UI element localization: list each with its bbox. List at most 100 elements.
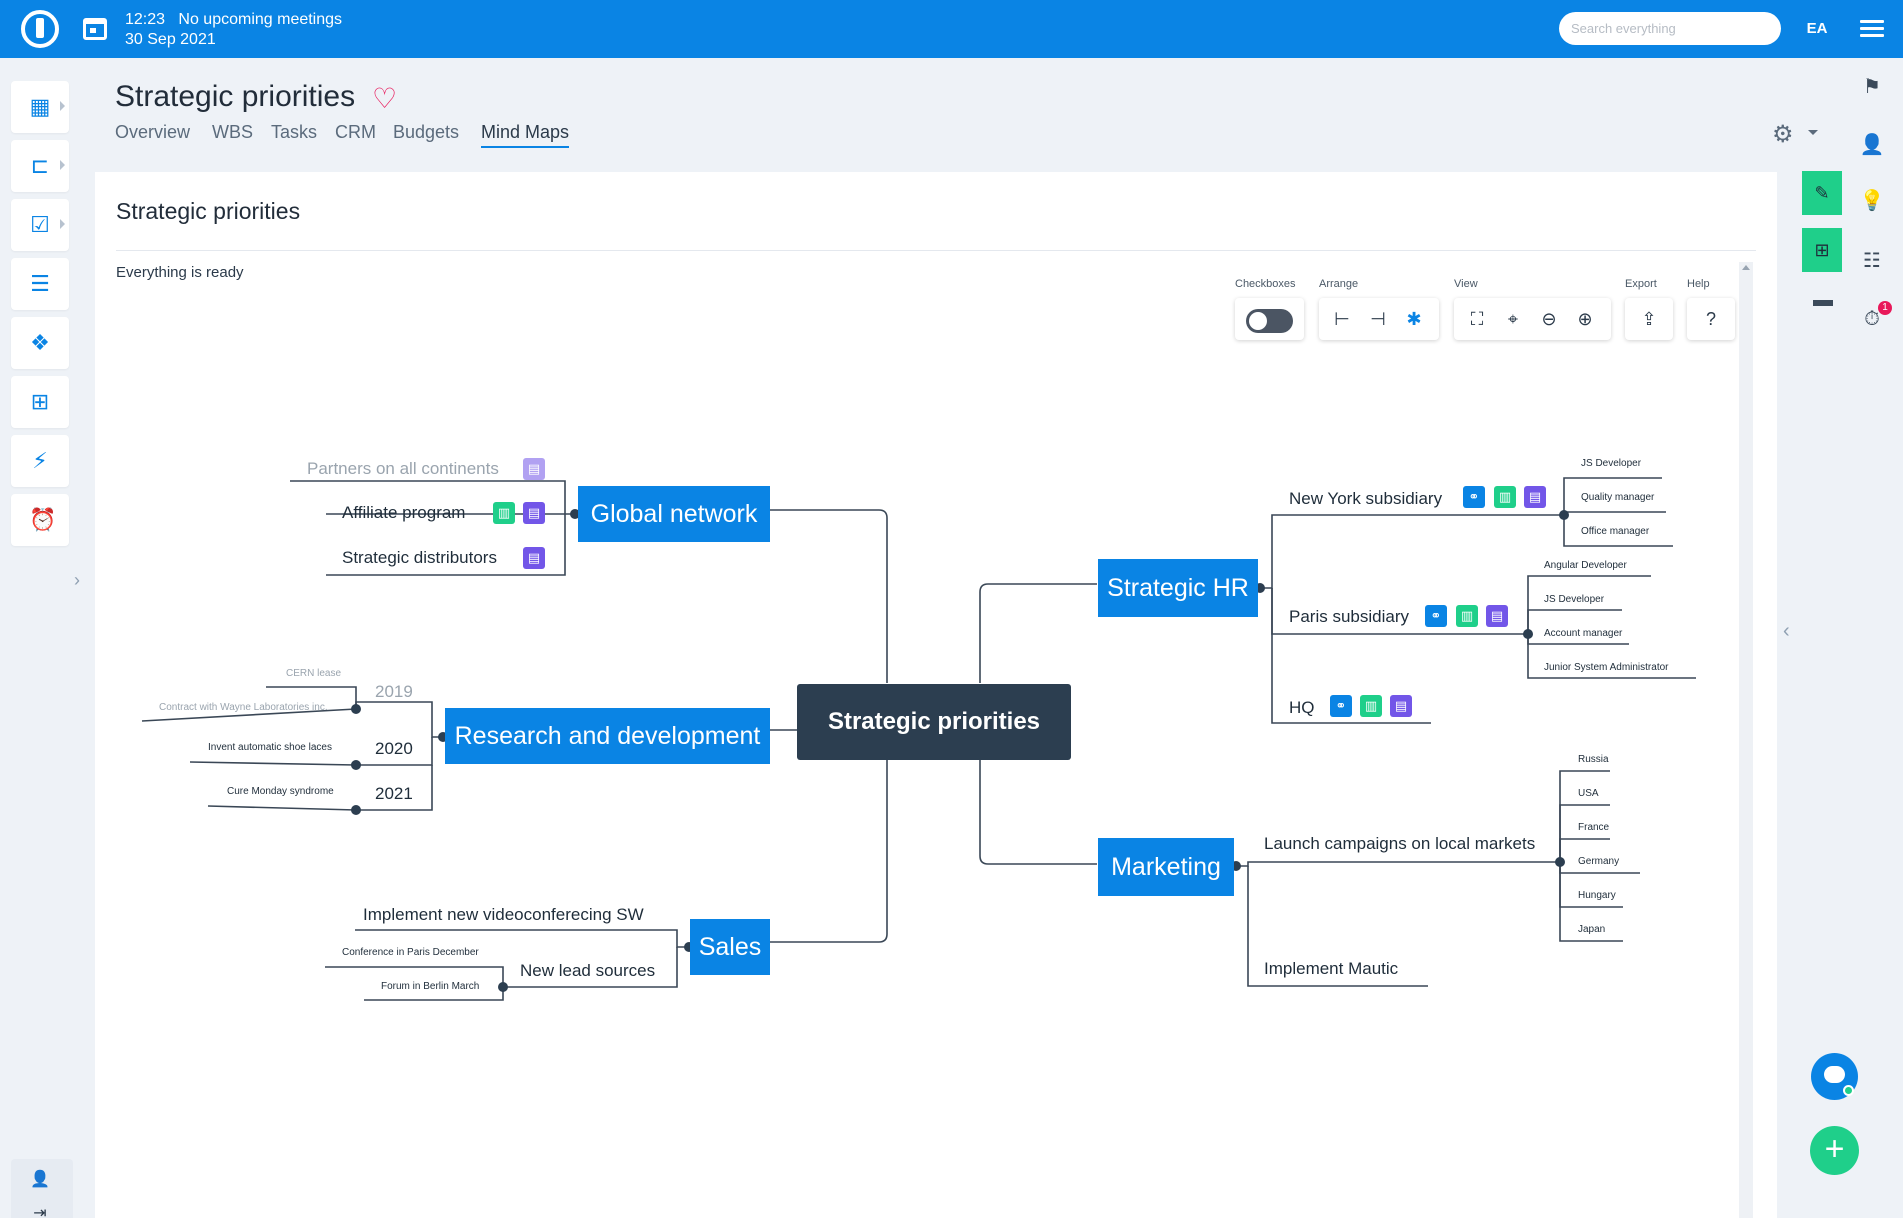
document-icon[interactable]: ▥ xyxy=(1360,695,1382,717)
node-year-2020[interactable]: 2020 xyxy=(375,739,413,758)
node-france[interactable]: France xyxy=(1578,822,1610,833)
folder-icon[interactable]: ▬ xyxy=(1813,289,1833,311)
hamburger-menu-icon[interactable] xyxy=(1860,20,1884,38)
fit-screen-icon[interactable]: ⛶ xyxy=(1470,309,1484,329)
node-usa[interactable]: USA xyxy=(1578,788,1599,799)
flag-icon[interactable]: ⚑ xyxy=(1863,76,1881,98)
document-icon[interactable]: ▥ xyxy=(493,502,515,524)
add-user-icon[interactable]: 👤 xyxy=(30,1171,50,1188)
app-logo-icon[interactable] xyxy=(21,10,59,48)
node-videoconferencing[interactable]: Implement new videoconferecing SW xyxy=(363,905,644,924)
search-input[interactable] xyxy=(1559,12,1781,45)
tab-tasks[interactable]: Tasks xyxy=(271,122,318,142)
node-marketing[interactable]: Marketing xyxy=(1098,838,1234,896)
note-icon[interactable]: ▤ xyxy=(523,547,545,569)
center-focus-icon[interactable]: ⌖ xyxy=(1507,309,1519,329)
lightbulb-icon[interactable]: 💡 xyxy=(1859,190,1885,212)
sidebar-item-alarms[interactable]: ⏰ xyxy=(11,494,69,546)
node-japan[interactable]: Japan xyxy=(1578,924,1606,935)
sidebar-item-dashboard[interactable]: ▦ xyxy=(11,81,69,133)
node-conference-paris[interactable]: Conference in Paris December xyxy=(342,947,479,958)
node-paris-subsidiary[interactable]: Paris subsidiary xyxy=(1289,607,1409,626)
link-icon[interactable]: ⚭ xyxy=(1425,605,1447,627)
lightning-icon: ⚡ xyxy=(32,448,48,473)
node-quality-manager[interactable]: Quality manager xyxy=(1581,492,1655,503)
node-strategic-hr[interactable]: Strategic HR xyxy=(1098,559,1258,617)
export-share-icon[interactable]: ⇪ xyxy=(1641,309,1657,329)
document-icon[interactable]: ▥ xyxy=(1456,605,1478,627)
note-icon[interactable]: ▤ xyxy=(1486,605,1508,627)
link-icon[interactable]: ⚭ xyxy=(1463,486,1485,508)
node-cure-monday-syndrome[interactable]: Cure Monday syndrome xyxy=(227,786,334,797)
sidebar-item-projects[interactable]: ⊏ xyxy=(11,140,69,192)
checklist-icon[interactable]: ☷ xyxy=(1863,250,1881,272)
node-sales[interactable]: Sales xyxy=(690,919,770,975)
sidebar-item-resources[interactable]: ⊞ xyxy=(11,376,69,428)
link-icon[interactable]: ⚭ xyxy=(1330,695,1352,717)
node-forum-berlin[interactable]: Forum in Berlin March xyxy=(381,981,480,992)
note-icon[interactable]: ▤ xyxy=(523,502,545,524)
node-affiliate-program[interactable]: Affiliate program xyxy=(342,503,466,522)
note-icon[interactable]: ▤ xyxy=(1390,695,1412,717)
expand-sidebar-icon[interactable]: › xyxy=(74,570,80,590)
document-icon[interactable]: ▥ xyxy=(1494,486,1516,508)
user-search-icon[interactable]: 👤 xyxy=(1859,134,1885,156)
tab-budgets[interactable]: Budgets xyxy=(393,122,460,142)
arrange-left-icon[interactable]: ⊣ xyxy=(1370,309,1386,329)
arrange-radial-icon[interactable]: ✱ xyxy=(1406,309,1422,329)
calendar-icon[interactable] xyxy=(83,18,107,40)
tab-crm[interactable]: CRM xyxy=(335,122,376,142)
node-research-and-development[interactable]: Research and development xyxy=(445,708,770,764)
node-partners-on-all-continents[interactable]: Partners on all continents xyxy=(307,459,499,478)
node-new-lead-sources[interactable]: New lead sources xyxy=(520,961,656,980)
node-new-york-subsidiary[interactable]: New York subsidiary xyxy=(1289,489,1443,508)
add-square-icon[interactable]: ⊞ xyxy=(1802,228,1842,272)
chevron-down-icon[interactable] xyxy=(1808,130,1818,135)
help-icon[interactable]: ? xyxy=(1705,309,1716,329)
edit-pencil-icon[interactable]: ✎ xyxy=(1802,171,1842,215)
node-year-2019[interactable]: 2019 xyxy=(375,682,413,701)
clock-widget[interactable]: 12:23 No upcoming meetings 30 Sep 2021 xyxy=(125,10,342,50)
sidebar-item-actions[interactable]: ⚡ xyxy=(11,435,69,487)
zoom-out-icon[interactable]: ⊖ xyxy=(1541,309,1557,329)
node-angular-developer[interactable]: Angular Developer xyxy=(1544,560,1627,571)
sidebar-item-lists[interactable]: ☰ xyxy=(11,258,69,310)
tab-overview[interactable]: Overview xyxy=(115,122,191,142)
vertical-scrollbar[interactable] xyxy=(1739,262,1753,1218)
mind-map-root-node[interactable]: Strategic priorities xyxy=(797,684,1071,760)
node-hungary[interactable]: Hungary xyxy=(1578,890,1616,901)
checkboxes-toggle[interactable] xyxy=(1246,309,1293,333)
node-junior-sysadmin[interactable]: Junior System Administrator xyxy=(1544,662,1669,673)
node-automatic-shoe-laces[interactable]: Invent automatic shoe laces xyxy=(208,742,332,753)
collapse-panel-icon[interactable]: ‹ xyxy=(1783,620,1790,642)
sidebar-item-dropbox[interactable]: ❖ xyxy=(11,317,69,369)
node-js-developer-paris[interactable]: JS Developer xyxy=(1544,594,1605,605)
scroll-up-icon[interactable] xyxy=(1742,265,1750,270)
gear-icon[interactable]: ⚙ xyxy=(1772,121,1794,148)
node-germany[interactable]: Germany xyxy=(1578,856,1620,867)
node-russia[interactable]: Russia xyxy=(1578,754,1609,765)
sidebar-item-tasks[interactable]: ☑ xyxy=(11,199,69,251)
node-launch-campaigns[interactable]: Launch campaigns on local markets xyxy=(1264,834,1536,853)
node-js-developer[interactable]: JS Developer xyxy=(1581,458,1642,469)
node-hq[interactable]: HQ xyxy=(1289,698,1315,717)
timer-icon[interactable]: ⏱ xyxy=(1864,308,1880,330)
tab-wbs[interactable]: WBS xyxy=(212,122,254,142)
node-account-manager[interactable]: Account manager xyxy=(1544,628,1623,639)
node-office-manager[interactable]: Office manager xyxy=(1581,526,1650,537)
node-year-2021[interactable]: 2021 xyxy=(375,784,413,803)
node-cern-lease[interactable]: CERN lease xyxy=(286,668,342,679)
node-implement-mautic[interactable]: Implement Mautic xyxy=(1264,959,1399,978)
note-icon[interactable]: ▤ xyxy=(523,458,545,480)
node-strategic-distributors[interactable]: Strategic distributors xyxy=(342,548,497,567)
favorite-heart-icon[interactable]: ♡ xyxy=(372,83,398,114)
node-global-network[interactable]: Global network xyxy=(578,486,770,542)
add-floating-button[interactable]: + xyxy=(1810,1126,1859,1175)
tab-mind-maps[interactable]: Mind Maps xyxy=(481,122,570,148)
node-wayne-contract[interactable]: Contract with Wayne Laboratories inc. xyxy=(159,702,328,713)
avatar[interactable]: EA xyxy=(1800,12,1834,46)
arrange-right-icon[interactable]: ⊢ xyxy=(1334,309,1350,329)
logout-icon[interactable]: ⇥ xyxy=(33,1205,47,1218)
note-icon[interactable]: ▤ xyxy=(1524,486,1546,508)
zoom-in-icon[interactable]: ⊕ xyxy=(1577,309,1593,329)
